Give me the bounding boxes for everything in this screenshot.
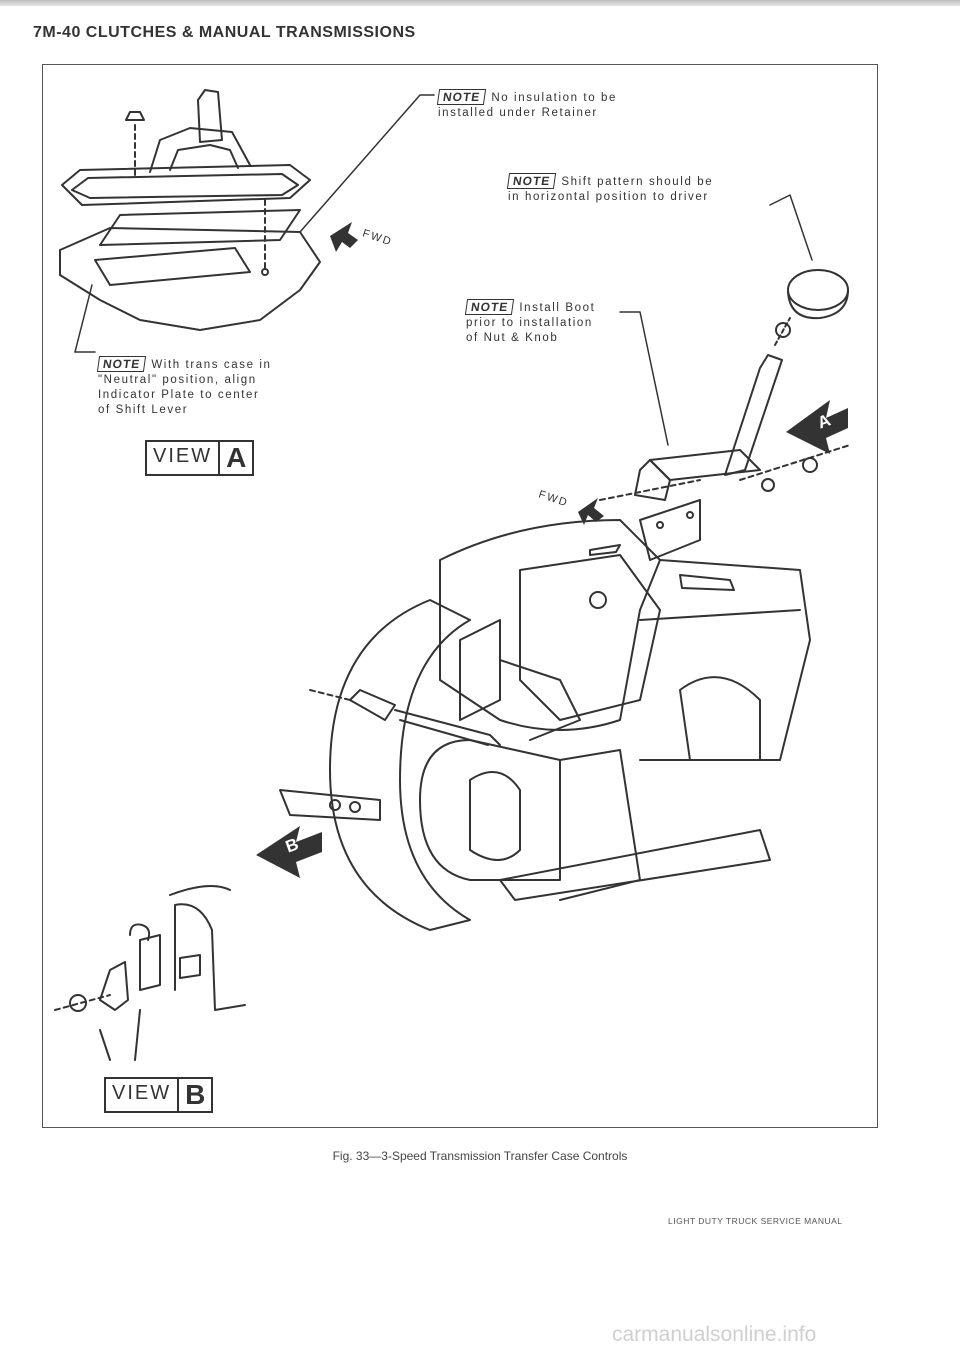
shift-linkage [309,444,851,746]
note-line: Install Boot [519,302,596,314]
note-tag: NOTE [506,173,557,189]
note-line: With trans case in [151,359,272,371]
watermark: carmanualsonline.info [612,1323,817,1346]
note-tag: NOTE [96,356,147,372]
view-word: VIEW [112,1082,172,1104]
view-a-label: VIEW A [145,440,255,476]
note-line: prior to installation [466,317,593,329]
note-line: of Shift Lever [98,404,189,416]
note-neutral-align: NOTE With trans case in "Neutral" positio… [96,356,272,418]
note-line: Shift pattern should be [561,176,714,188]
note-shift-pattern: NOTE Shift pattern should be in horizonta… [506,173,714,205]
note-tag: NOTE [436,89,487,105]
view-word: VIEW [153,445,213,467]
view-a-arrow-icon [786,400,848,454]
transmission-case [279,519,811,931]
figure-caption: Fig. 33—3-Speed Transmission Transfer Ca… [332,1149,628,1163]
note-line: "Neutral" position, align [98,374,257,386]
page-header: 7M-40 CLUTCHES & MANUAL TRANSMISSIONS [33,24,416,41]
fwd-arrow-icon [330,222,358,252]
note-line: installed under Retainer [438,107,598,119]
note-line: No insulation to be [491,92,618,104]
view-b-label: VIEW B [104,1077,214,1113]
view-a-boot-assembly [59,89,321,331]
view-letter: A [218,442,252,474]
note-line: Indicator Plate to center [98,389,260,401]
note-line: in horizontal position to driver [508,191,709,203]
shift-knob-and-lever [634,269,849,501]
note-line: of Nut & Knob [466,332,559,344]
note-tag: NOTE [464,299,515,315]
figure-frame [42,64,878,1128]
fwd-arrow-icon [578,498,604,525]
view-b-arrow-icon [256,826,322,878]
page-top-rule [0,0,960,6]
view-b-detail [54,885,246,1061]
note-no-insulation: NOTE No insulation to be installed under … [436,89,618,121]
page-footer: LIGHT DUTY TRUCK SERVICE MANUAL [668,1216,843,1226]
note-install-boot: NOTE Install Boot prior to installation o… [464,299,596,346]
view-letter: B [177,1079,211,1111]
